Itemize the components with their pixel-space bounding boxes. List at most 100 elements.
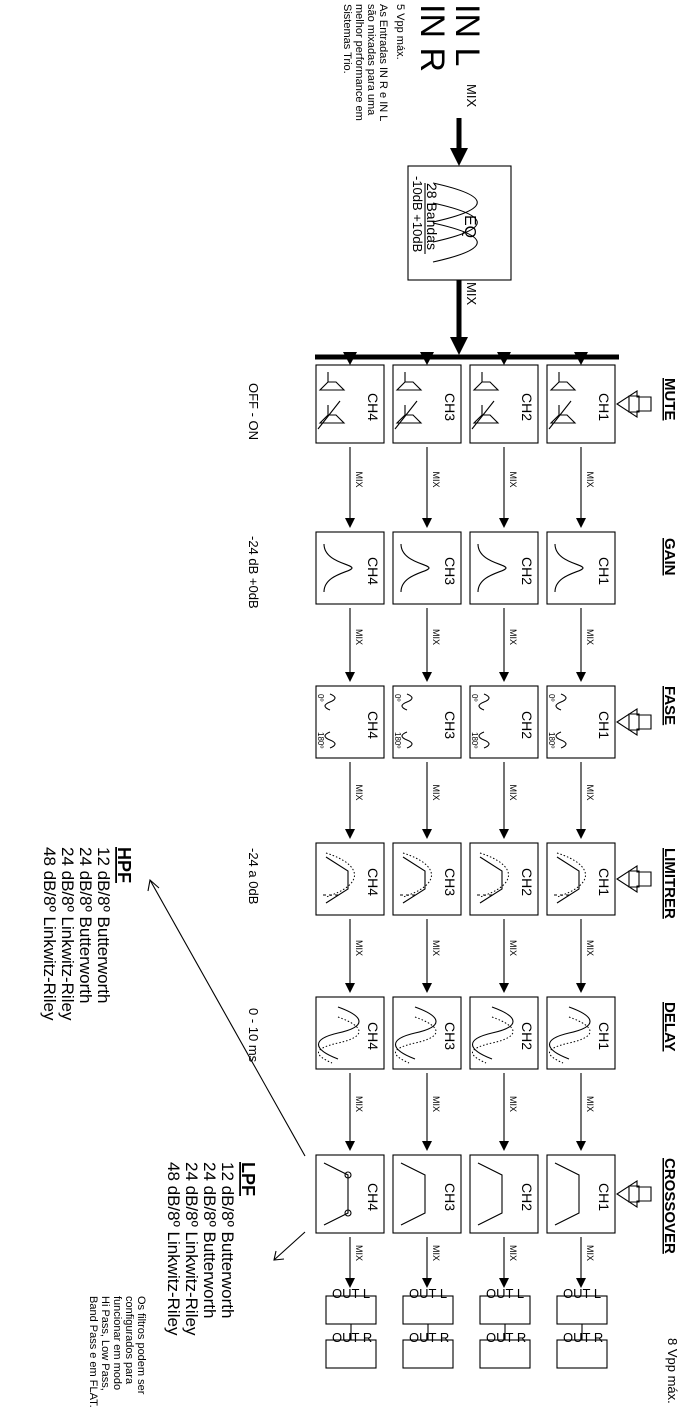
mute-slash-icon <box>471 400 495 430</box>
delay-box <box>469 996 539 1070</box>
mix-label: MIX <box>354 472 364 488</box>
eq-block: EQ 28 Bandas -10dB +10dB <box>407 165 512 281</box>
fase-box <box>546 685 616 759</box>
stage-arrow-head <box>576 518 586 528</box>
channel-label: CH1 <box>596 557 612 585</box>
mix-label: MIX <box>585 472 595 488</box>
mix-label: MIX <box>585 1096 595 1112</box>
mute-slash-icon <box>317 400 341 430</box>
crossover-block-ch3: CH3 <box>392 1154 462 1234</box>
output-3: OUT L <box>479 1286 531 1325</box>
mute-block-ch1: CH1 <box>546 364 616 444</box>
bus-drop-arrow <box>343 352 357 365</box>
channel-label: CH3 <box>442 1022 458 1050</box>
bus-drop-arrow <box>574 352 588 365</box>
delay-box <box>392 996 462 1070</box>
mix-label: MIX <box>431 940 441 956</box>
hpf-callout-line <box>149 879 306 1157</box>
limiter-curve <box>325 856 349 904</box>
parameter-pointer-arrow <box>615 1179 652 1209</box>
output-arrow-head <box>499 1278 509 1288</box>
channel-label: CH2 <box>519 1183 535 1211</box>
stage-arrow-head <box>345 829 355 839</box>
output-arrow-head <box>576 1278 586 1288</box>
stage-range-gain: -24 dB +0dB <box>246 536 261 609</box>
channel-label: CH1 <box>596 711 612 739</box>
channel-label: CH3 <box>442 557 458 585</box>
channel-label: CH3 <box>442 393 458 421</box>
gain-bell-icon <box>554 543 584 593</box>
parameter-pointer-arrow <box>615 389 652 419</box>
stage-label-delay: DELAY <box>661 1002 678 1051</box>
limiter-dotted-curve <box>325 852 355 898</box>
stage-arrow-head <box>499 983 509 993</box>
mute-block-ch3: CH3 <box>392 364 462 444</box>
channel-label: CH1 <box>596 393 612 421</box>
channel-row-3: CH3MIXCH3MIXCH30º180ºMIXCH3MIXCH3MIXCH3M… <box>392 364 462 1288</box>
channel-row-2: CH2MIXCH2MIXCH20º180ºMIXCH2MIXCH2MIXCH2M… <box>469 364 539 1288</box>
output-arrow-head <box>422 1278 432 1288</box>
input-to-eq-arrow-head <box>450 148 468 166</box>
limiter-curve <box>402 856 426 904</box>
input-note-line-4: Sistemas Trio. <box>341 4 353 74</box>
lpf-item-4: 48 dB/8º Linkwitz-Riley <box>164 1162 183 1336</box>
stage-label-fase: FASE <box>661 686 678 725</box>
limiter-dotted-curve <box>402 852 432 898</box>
output-arrow-head <box>345 1278 355 1288</box>
mix-label: MIX <box>354 1096 364 1112</box>
speaker-muted-icon <box>472 405 500 424</box>
channel-label: CH2 <box>519 393 535 421</box>
output-4: OUT R <box>479 1330 531 1369</box>
phase-0-icon <box>324 693 336 711</box>
channel-label: CH2 <box>519 557 535 585</box>
speaker-muted-icon <box>395 405 423 424</box>
delay-wave <box>472 1006 514 1060</box>
crossover-block-ch4: CH4 <box>315 1154 385 1234</box>
input-note-line-2: são mixadas para uma <box>365 4 377 116</box>
stage-range-delay: 0 - 10 ms <box>246 1008 261 1063</box>
stage-label-gain: GAIN <box>661 538 678 576</box>
stage-arrow-head <box>345 672 355 682</box>
stage-arrow-head <box>422 829 432 839</box>
output-label: OUT L <box>409 1286 447 1301</box>
crossover-block-ch2: CH2 <box>469 1154 539 1234</box>
stage-range-limiter: -24 a 0dB <box>246 848 261 904</box>
parameter-pointer-arrow <box>615 864 652 894</box>
eq-range: -10dB +10dB <box>410 176 425 252</box>
bus-drops <box>343 352 588 365</box>
phase-180-icon <box>324 731 336 749</box>
output-label: OUT L <box>486 1286 524 1301</box>
phase-180-label: 180º <box>470 732 479 748</box>
stage-arrow-head <box>576 672 586 682</box>
speaker-icon <box>472 372 500 391</box>
stage-label-mute: MUTE <box>661 378 678 421</box>
fase-box <box>392 685 462 759</box>
parameter-pointer-arrow <box>615 707 652 737</box>
hpf-callout-arrowhead <box>147 878 160 892</box>
channel-label: CH2 <box>519 868 535 896</box>
stage-arrow-head <box>499 829 509 839</box>
bus-drop-arrow <box>420 352 434 365</box>
mix-label: MIX <box>431 785 441 801</box>
phase-180-label: 180º <box>316 732 325 748</box>
channel-label: CH1 <box>596 868 612 896</box>
delay-block-ch3: CH3 <box>392 996 462 1070</box>
lpf-item-3: 24 dB/8º Linkwitz-Riley <box>182 1162 201 1336</box>
channel-label: CH2 <box>519 711 535 739</box>
delay-wave-shifted <box>549 1016 591 1064</box>
delay-block-ch4: CH4 <box>315 996 385 1070</box>
mix-label: MIX <box>508 1245 518 1261</box>
phase-180-icon <box>478 731 490 749</box>
crossover-curve <box>554 1162 580 1226</box>
gain-box <box>546 531 616 605</box>
input-in-l: IN L <box>448 4 486 66</box>
mix-label: MIX <box>431 629 441 645</box>
lpf-item-1: 12 dB/8º Butterworth <box>218 1162 237 1318</box>
stage-arrow-head <box>576 983 586 993</box>
stage-range-mute: OFF - ON <box>246 383 261 440</box>
output-label: OUT R <box>563 1330 603 1345</box>
